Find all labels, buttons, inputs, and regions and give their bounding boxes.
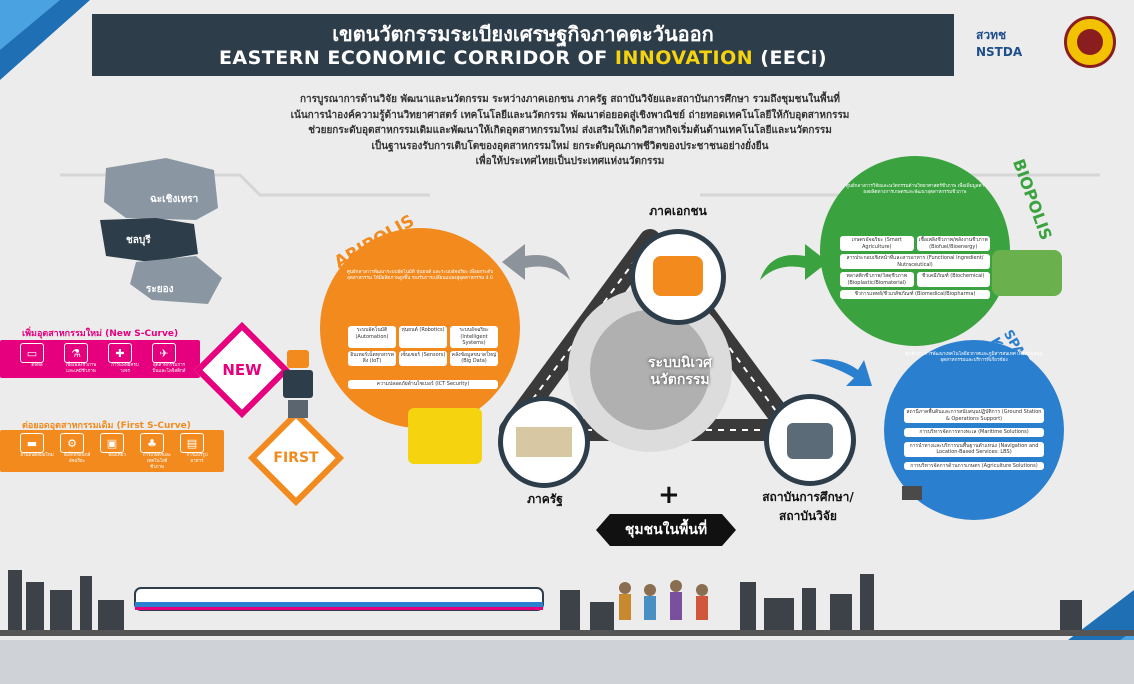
- train-illustration: [134, 587, 544, 611]
- first-item: ▬ยานยนต์สมัยใหม่: [20, 433, 54, 471]
- first-item: ⚙อิเล็กทรอนิกส์อัจฉริยะ: [60, 433, 94, 471]
- first-item: ♣การเกษตรและเทคโนโลยีชีวภาพ: [140, 433, 174, 471]
- biopolis-grid: เกษตรอัจฉริยะ (Smart Agriculture) เชื้อเ…: [840, 236, 990, 299]
- new-item: ✚การแพทย์ครบวงจร: [108, 343, 142, 375]
- title-thai: เขตนวัตกรรมระเบียงเศรษฐกิจภาคตะวันออก: [332, 22, 714, 46]
- aripolis-desc: ศูนย์กลางการพัฒนาระบบอัตโนมัติ หุ่นยนต์ …: [346, 270, 494, 282]
- ecosystem-triangle: [499, 229, 801, 452]
- aripolis-cell: เซ็นเซอร์ (Sensors): [399, 350, 447, 366]
- flask-icon: ⚗: [64, 343, 88, 363]
- medical-kit-icon: ✚: [108, 343, 132, 363]
- arrow-left-icon: [502, 244, 570, 280]
- aripolis-cell: คลังข้อมูลขนาดใหญ่ (Big Data): [450, 350, 498, 366]
- header-banner: เขตนวัตกรรมระเบียงเศรษฐกิจภาคตะวันออก EA…: [92, 14, 954, 76]
- ministry-seal: [1064, 16, 1116, 68]
- aripolis-cell: ระบบอัตโนมัติ (Automation): [348, 326, 396, 348]
- aripolis-cell: หุ่นยนต์ (Robotics): [399, 326, 447, 348]
- first-curve-band: [0, 430, 224, 472]
- biopolis-cell: เชื้อเพลิงชีวภาพ/พลังงานชีวภาพ (Biofuel/…: [916, 236, 990, 251]
- airplane-icon: ✈: [152, 343, 176, 363]
- first-item: ▤การแปรรูปอาหาร: [180, 433, 214, 471]
- label-government: ภาครัฐ: [527, 492, 563, 506]
- biopolis-desc: ศูนย์กลางการวิจัยและนวัตกรรมด้านวิทยาศาส…: [845, 184, 985, 196]
- plus-sign: +: [658, 480, 680, 510]
- aripolis-cell: อินเทอร์เน็ตทุกสรรพสิ่ง (IoT): [348, 350, 396, 366]
- kreno-cell: การบริหารจัดการด้านการเกษตร (Agriculture…: [904, 461, 1044, 470]
- computer-icon: ▭: [20, 343, 44, 363]
- arrow-right-icon: [760, 244, 828, 280]
- node-government: [498, 396, 590, 488]
- biopolis-cell: เกษตรอัจฉริยะ (Smart Agriculture): [840, 236, 914, 251]
- first-curve-title: ต่อยอดอุตสาหกรรมเดิม (First S-Curve): [22, 421, 191, 431]
- luggage-icon: ▣: [100, 433, 124, 453]
- new-curve-title: เพิ่มอุตสาหกรรมใหม่ (New S-Curve): [22, 329, 179, 339]
- label-private: ภาคเอกชน: [649, 204, 707, 218]
- label-academia: สถาบันการศึกษา/ สถาบันวิจัย: [762, 490, 854, 523]
- city-skyline: [0, 570, 1134, 684]
- biopolis-cell: ชีวเคมีภัณฑ์ (Biochemical): [916, 272, 990, 287]
- aripolis-wide-cell: ความปลอดภัยด้านไซเบอร์ (ICT Security): [348, 380, 498, 389]
- kreno-cell: การบริหารจัดการทางทะเล (Maritime Solutio…: [904, 428, 1044, 437]
- title-english: EASTERN ECONOMIC CORRIDOR OF INNOVATION …: [218, 47, 828, 69]
- intro-text: การบูรณาการด้านวิจัย พัฒนาและนวัตกรรม ระ…: [290, 94, 850, 167]
- map-label-chonburi: ชลบุรี: [126, 235, 151, 246]
- biopolis-cell: สารประกอบเชิงหน้าที่และสารอาหาร (Functio…: [840, 254, 990, 269]
- kreno-cell: สถานีภาคพื้นดินและการสนับสนุนปฏิบัติการ …: [904, 408, 1044, 423]
- arrow-right-blue-icon: [810, 359, 872, 386]
- map-label-rayong: ระยอง: [146, 284, 174, 295]
- factory-icon: ▤: [180, 433, 204, 453]
- community-label: ชุมชนในพื้นที่: [624, 522, 708, 538]
- nstda-logo: สวทช NSTDA: [976, 28, 1023, 59]
- kreno-cell: การนำทางและบริการบนพื้นฐานตำแหน่ง (Navig…: [904, 441, 1044, 457]
- robot-arm-icon: ⚙: [60, 433, 84, 453]
- aripolis-cell: ระบบอัจฉริยะ (Intelligent Systems): [450, 326, 498, 348]
- node-private: [630, 229, 726, 325]
- new-curve-band: [0, 340, 200, 378]
- new-item: ▭ดิจิทัล: [20, 343, 54, 375]
- node-academia: [764, 394, 856, 486]
- farm-illustration: [992, 250, 1062, 296]
- robot-arm-illustration: [408, 408, 482, 464]
- new-badge-text: NEW: [222, 361, 262, 379]
- new-item: ✈อุตสาหกรรมการบินและโลจิสติกส์: [152, 343, 186, 375]
- ecosystem-center: ระบบนิเวศนวัตกรรม: [648, 355, 712, 388]
- kreno-list: สถานีภาคพื้นดินและการสนับสนุนปฏิบัติการ …: [904, 408, 1044, 470]
- first-item: ▣ท่องเที่ยว: [100, 433, 134, 471]
- biopolis-cell: พลาสติกชีวภาพ/วัสดุชีวภาพ (Bioplastic/Bi…: [840, 272, 914, 287]
- microscope-icon: ♣: [140, 433, 164, 453]
- aripolis-grid: ระบบอัตโนมัติ (Automation) หุ่นยนต์ (Rob…: [348, 326, 498, 366]
- biopolis-cell: ชีวการแพทย์/ชีวเภสัชภัณฑ์ (Biomedical/Bi…: [840, 290, 990, 299]
- satellite-illustration: [902, 486, 922, 500]
- biopolis-circle: [820, 156, 1010, 346]
- first-curve-items: ▬ยานยนต์สมัยใหม่ ⚙อิเล็กทรอนิกส์อัจฉริยะ…: [20, 433, 214, 471]
- car-icon: ▬: [20, 433, 44, 453]
- eec-map: [100, 158, 222, 304]
- map-label-chachoengsao: ฉะเชิงเทรา: [150, 194, 199, 205]
- kreno-desc: ศูนย์กลางการพัฒนาเทคโนโลยีอวกาศและภูมิสา…: [905, 352, 1043, 364]
- first-badge-text: FIRST: [273, 450, 319, 466]
- robot-illustration: [282, 350, 314, 422]
- new-item: ⚗เชื้อเพลิงชีวภาพและเคมีชีวภาพ: [64, 343, 98, 375]
- community-banner: [596, 514, 736, 546]
- new-curve-items: ▭ดิจิทัล ⚗เชื้อเพลิงชีวภาพและเคมีชีวภาพ …: [20, 343, 186, 375]
